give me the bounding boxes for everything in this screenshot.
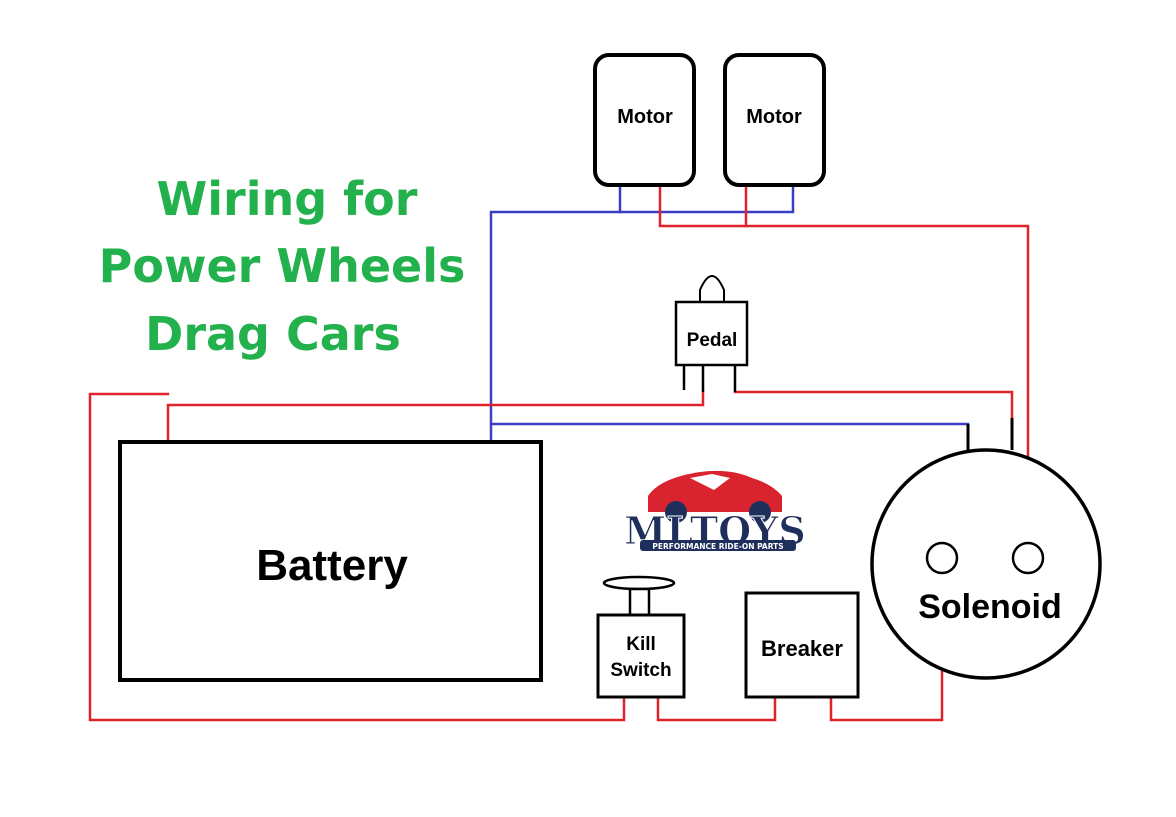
motor-2: Motor	[723, 53, 826, 187]
breaker-label: Breaker	[761, 636, 843, 661]
motor-1-body	[593, 53, 696, 187]
title-line-1: Wiring for	[157, 172, 418, 226]
pedal: Pedal	[674, 275, 749, 392]
title-line-3: Drag Cars	[145, 307, 401, 361]
kill-switch-cap	[602, 575, 676, 591]
battery-body	[118, 440, 543, 682]
solenoid-post-left	[925, 541, 959, 575]
battery-to-kill-switch-wire	[88, 392, 626, 722]
solenoid-post-right	[1011, 541, 1045, 575]
motor-2-negative-wire	[618, 183, 795, 214]
solenoid-body	[870, 448, 1102, 680]
breaker-body	[744, 591, 860, 699]
logo-tagline-band	[640, 540, 796, 551]
breaker: Breaker	[744, 591, 860, 699]
logo-car-window	[690, 474, 730, 490]
kill-switch-body	[596, 613, 686, 699]
solenoid: Solenoid	[870, 418, 1102, 680]
pedal-to-solenoid-wire	[733, 390, 1014, 420]
logo-car-icon	[648, 470, 782, 512]
motors-to-solenoid-wire	[658, 183, 1030, 550]
battery-label: Battery	[256, 541, 408, 590]
logo-tagline: PERFORMANCE RIDE-ON PARTS	[652, 542, 783, 551]
kill-switch: Kill Switch	[596, 575, 686, 699]
solenoid-label: Solenoid	[918, 588, 1062, 626]
battery: Battery	[118, 440, 543, 682]
pedal-plunger	[699, 275, 725, 302]
kill-switch-label-line-2: Switch	[610, 660, 671, 681]
kill-switch-label-line-1: Kill	[626, 634, 656, 655]
logo-wheel-front	[665, 501, 687, 523]
title-line-2: Power Wheels	[99, 239, 466, 293]
motor-1: Motor	[593, 53, 696, 187]
motor-1-negative-wire	[489, 183, 622, 442]
motor-1-label: Motor	[617, 106, 673, 128]
logo-wheel-rear	[749, 501, 771, 523]
pedal-label: Pedal	[687, 330, 738, 351]
motor-2-body	[723, 53, 826, 187]
battery-to-pedal-wire	[166, 390, 705, 442]
mltoys-logo: MLTOYS PERFORMANCE RIDE-ON PARTS	[624, 470, 806, 554]
kill-switch-stem	[628, 587, 651, 617]
pedal-body	[674, 300, 749, 367]
negative-wires	[489, 183, 970, 442]
motor-2-label: Motor	[746, 106, 802, 128]
diagram-title: Wiring for Power Wheels Drag Cars	[99, 172, 466, 361]
